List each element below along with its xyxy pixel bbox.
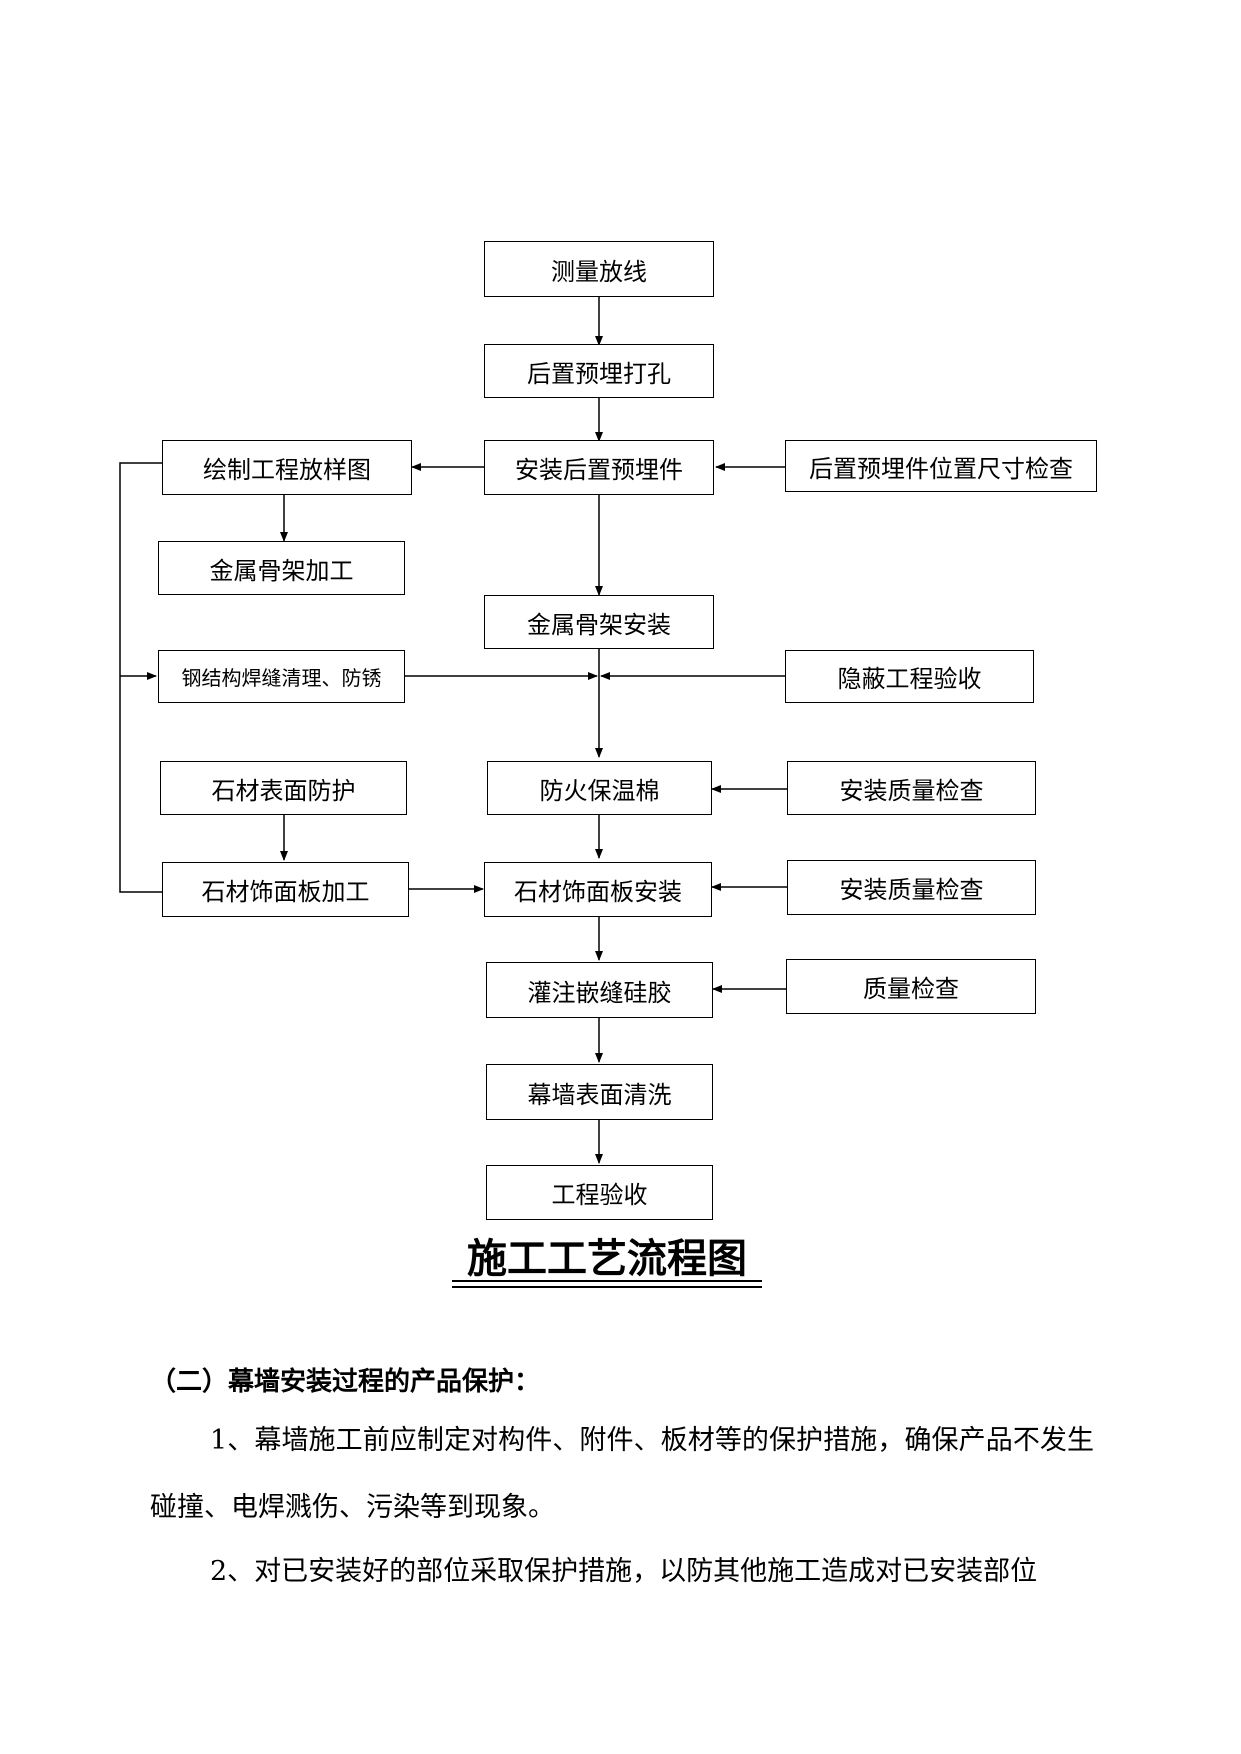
- node-quality-check-2: 安装质量检查: [787, 860, 1036, 915]
- node-weld-clean: 钢结构焊缝清理、防锈: [158, 650, 405, 703]
- node-survey: 测量放线: [484, 241, 714, 297]
- node-check-embedded: 后置预埋件位置尺寸检查: [785, 440, 1097, 492]
- node-stone-protection: 石材表面防护: [160, 761, 407, 815]
- node-cleaning: 幕墙表面清洗: [486, 1064, 713, 1120]
- node-draw-layout: 绘制工程放样图: [162, 440, 412, 495]
- node-quality-check-3: 质量检查: [786, 959, 1036, 1014]
- node-acceptance: 工程验收: [486, 1165, 713, 1220]
- node-sealant: 灌注嵌缝硅胶: [486, 962, 713, 1018]
- node-stone-install: 石材饰面板安装: [484, 862, 712, 917]
- node-concealed-acceptance: 隐蔽工程验收: [785, 650, 1034, 703]
- flowchart-title: 施工工艺流程图: [467, 1235, 747, 1282]
- node-frame-processing: 金属骨架加工: [158, 541, 405, 595]
- title-underline-bottom: [452, 1286, 762, 1288]
- node-install-embedded: 安装后置预埋件: [484, 440, 714, 495]
- paragraph-1: 1、幕墙施工前应制定对构件、附件、板材等的保护措施，确保产品不发生碰撞、电焊溅伤…: [150, 1425, 1094, 1523]
- paragraph-2: 2、对已安装好的部位采取保护措施，以防其他施工造成对已安装部位: [210, 1556, 1038, 1587]
- node-quality-check-1: 安装质量检查: [787, 761, 1036, 815]
- section-heading: （二）幕墙安装过程的产品保护：: [150, 1367, 541, 1397]
- title-underline-top: [452, 1280, 762, 1282]
- node-drill: 后置预埋打孔: [484, 344, 714, 398]
- node-stone-processing: 石材饰面板加工: [162, 862, 409, 917]
- node-fireproof: 防火保温棉: [487, 761, 712, 815]
- left-loop-line: [119, 462, 162, 893]
- node-frame-install: 金属骨架安装: [484, 595, 714, 649]
